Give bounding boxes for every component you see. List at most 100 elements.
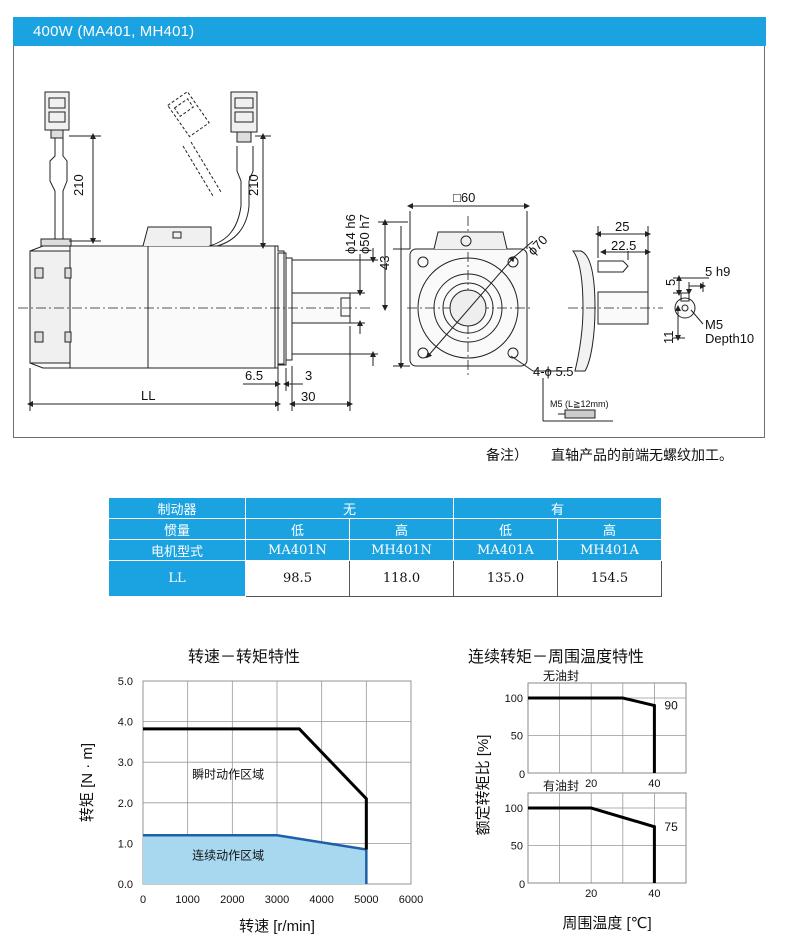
x-tick-label: 40 bbox=[648, 778, 660, 790]
brake-label: 制动器 bbox=[108, 497, 246, 519]
y-tick-label: 4.0 bbox=[118, 717, 133, 729]
dim-diameters bbox=[292, 219, 408, 366]
model-label: 电机型式 bbox=[108, 539, 246, 561]
series-label-continuous: 连续动作区域 bbox=[192, 848, 264, 863]
dim-key-label: 5 h9 bbox=[705, 264, 730, 279]
model-cell: MA401N bbox=[245, 539, 350, 561]
dim-22-5-label: 22.5 bbox=[611, 238, 636, 253]
motor-front-view bbox=[393, 203, 568, 376]
model-cell: MH401N bbox=[349, 539, 454, 561]
x-axis-label: 转速 [r/min] bbox=[239, 918, 315, 935]
header-title: 400W (MA401, MH401) bbox=[33, 23, 195, 40]
dim-210-left bbox=[69, 133, 101, 244]
x-axis-label: 周围温度 [℃] bbox=[562, 915, 651, 932]
ll-label: LL bbox=[108, 560, 246, 597]
y-tick-label: 0.0 bbox=[118, 879, 133, 891]
dim-43-label: 43 bbox=[377, 256, 392, 270]
dim-pcd-label: ϕ70 bbox=[525, 232, 551, 258]
end-value-label: 75 bbox=[664, 820, 678, 834]
x-tick-label: 0 bbox=[140, 894, 146, 906]
panel-label: 有油封 bbox=[543, 779, 579, 793]
dim-25-label: 25 bbox=[615, 219, 629, 234]
x-tick-label: 2000 bbox=[220, 894, 244, 906]
dim-holes-label: 4-ϕ 5.5 bbox=[533, 364, 574, 379]
cable-left bbox=[44, 91, 70, 239]
y-axis-label: 额定转矩比 [%] bbox=[475, 735, 492, 836]
dim-210-right bbox=[255, 133, 271, 249]
x-tick-label: 6000 bbox=[399, 894, 423, 906]
series-label-peak: 瞬时动作区域 bbox=[192, 767, 264, 781]
m5-callout bbox=[542, 378, 613, 422]
dim-11-label: 11 bbox=[661, 331, 676, 345]
m5-note-label: M5 (L≧12mm) bbox=[550, 399, 609, 409]
continuous-line bbox=[143, 834, 367, 851]
table-row: 制动器 无 有 bbox=[108, 497, 662, 519]
cable-right bbox=[167, 90, 258, 247]
header-banner: 400W (MA401, MH401) bbox=[13, 17, 766, 46]
ll-value: 135.0 bbox=[453, 560, 558, 597]
dim-square-label: □60 bbox=[453, 190, 475, 205]
drawing-panel bbox=[13, 46, 765, 438]
dimension-drawing: 210 210 ϕ14 h6 ϕ50 h7 43 LL 6.5 3 30 □60… bbox=[18, 90, 754, 422]
brake-no: 无 bbox=[245, 497, 454, 519]
x-tick-label: 3000 bbox=[265, 894, 289, 906]
end-value-label: 90 bbox=[664, 699, 678, 713]
dim-bottom bbox=[27, 326, 353, 411]
model-cell: MA401A bbox=[453, 539, 558, 561]
x-tick-label: 5000 bbox=[354, 894, 378, 906]
y-tick-label: 50 bbox=[511, 841, 523, 853]
inertia-low-2: 低 bbox=[453, 518, 558, 540]
x-tick-label: 40 bbox=[648, 888, 660, 900]
dim-depth-label: Depth10 bbox=[705, 331, 754, 346]
x-tick-label: 20 bbox=[585, 888, 597, 900]
dim-30-label: 30 bbox=[301, 389, 315, 404]
table-row: LL 98.5 118.0 135.0 154.5 bbox=[108, 560, 662, 597]
x-tick-label: 0 bbox=[519, 769, 525, 781]
temp-torque-title: 连续转矩－周围温度特性 bbox=[468, 647, 645, 666]
x-tick-label: 0 bbox=[519, 879, 525, 891]
y-tick-label: 100 bbox=[505, 803, 523, 815]
panel-label: 无油封 bbox=[543, 669, 579, 683]
dim-spigot-dia-label: ϕ50 h7 bbox=[357, 214, 372, 254]
table-row: 惯量 低 高 低 高 bbox=[108, 518, 662, 540]
brake-yes: 有 bbox=[453, 497, 662, 519]
inertia-label: 惯量 bbox=[108, 518, 246, 540]
dim-m5-label: M5 bbox=[705, 317, 723, 332]
speed-torque-title: 转速－转矩特性 bbox=[188, 647, 301, 666]
dim-shaft-dia-label: ϕ14 h6 bbox=[343, 214, 358, 254]
inertia-low-1: 低 bbox=[245, 518, 350, 540]
note-text: 直轴产品的前端无螺纹加工。 bbox=[551, 448, 733, 464]
dim-6-5-label: 6.5 bbox=[245, 368, 263, 383]
continuous-area bbox=[143, 835, 367, 884]
x-tick-label: 1000 bbox=[175, 894, 199, 906]
y-tick-label: 2.0 bbox=[118, 798, 133, 810]
inertia-high-2: 高 bbox=[557, 518, 662, 540]
spec-table: 制动器 无 有 惯量 低 高 低 高 电机型式 MA401N MH401N MA… bbox=[108, 497, 662, 597]
speed-torque-chart: 0 1000 2000 3000 4000 5000 6000 0.0 1.0 2.0 3.0 4.0… bbox=[79, 676, 423, 935]
ll-value: 154.5 bbox=[557, 560, 662, 597]
x-tick-label: 20 bbox=[585, 778, 597, 790]
y-tick-label: 3.0 bbox=[118, 757, 133, 769]
y-tick-label: 100 bbox=[505, 693, 523, 705]
note-label: 备注） bbox=[486, 448, 528, 464]
dim-5-label: 5 bbox=[663, 279, 678, 286]
inertia-high-1: 高 bbox=[349, 518, 454, 540]
ll-value: 118.0 bbox=[349, 560, 454, 597]
y-tick-label: 50 bbox=[511, 731, 523, 743]
table-row: 电机型式 MA401N MH401N MA401A MH401A bbox=[108, 539, 662, 561]
dim-3-label: 3 bbox=[305, 368, 312, 383]
derating-line bbox=[528, 696, 656, 773]
y-tick-label: 1.0 bbox=[118, 838, 133, 850]
dim-210-left-label: 210 bbox=[71, 174, 86, 196]
derating-line bbox=[528, 806, 656, 883]
motor-side-view bbox=[18, 226, 373, 369]
model-cell: MH401A bbox=[557, 539, 662, 561]
x-tick-label: 4000 bbox=[309, 894, 333, 906]
y-axis-label: 转矩 [N · m] bbox=[79, 743, 96, 822]
dim-ll-label: LL bbox=[141, 388, 155, 403]
shaft-detail-view bbox=[568, 226, 709, 372]
temp-torque-chart: 50 100 0 20 40 无油封 90 50 100 0 20 40 有油封 75 周围温度 [℃] 额定… bbox=[475, 669, 687, 932]
peak-line bbox=[143, 727, 368, 850]
dim-210-right-label: 210 bbox=[246, 174, 261, 196]
ll-value: 98.5 bbox=[245, 560, 350, 597]
